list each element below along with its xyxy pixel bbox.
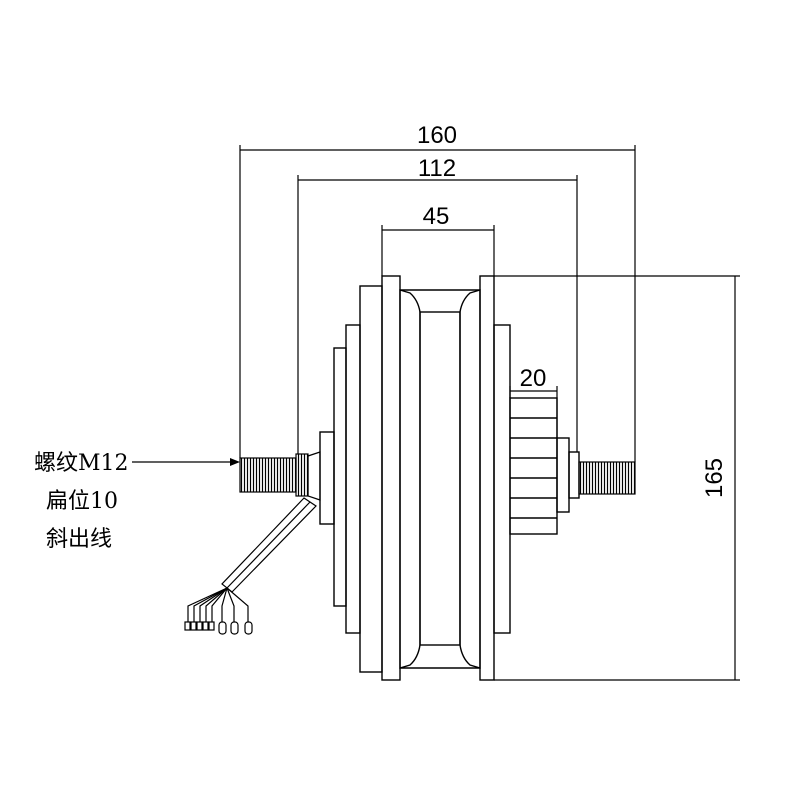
left-axle-nut bbox=[295, 453, 309, 497]
right-axle bbox=[578, 461, 636, 495]
connector-2 bbox=[190, 621, 197, 631]
wire-3 bbox=[199, 587, 228, 624]
right-axle-thread bbox=[578, 461, 636, 495]
wire-6 bbox=[221, 587, 228, 624]
wire-5 bbox=[211, 587, 228, 624]
wire-connectors bbox=[184, 621, 253, 635]
tire-groove-right bbox=[459, 289, 481, 669]
cable-core bbox=[226, 501, 311, 589]
leader-arrowhead bbox=[230, 458, 240, 466]
left-tire-wall bbox=[381, 275, 401, 681]
motor-body bbox=[319, 275, 580, 681]
left-axle-thread bbox=[239, 457, 297, 493]
connector-8 bbox=[244, 621, 253, 635]
left-rim-flange bbox=[359, 285, 383, 673]
wire-4 bbox=[205, 587, 228, 624]
thread-leader-arrow bbox=[230, 458, 240, 466]
tire-groove bbox=[399, 289, 421, 669]
left-hub-step-inner bbox=[319, 431, 335, 525]
right-flange bbox=[493, 324, 511, 634]
annotation-cable: 斜出线 bbox=[46, 527, 112, 552]
annotation-flat: 扁位10 bbox=[46, 489, 118, 514]
rim-center bbox=[419, 311, 461, 646]
connector-1 bbox=[184, 621, 191, 631]
left-cover bbox=[345, 324, 361, 634]
dim-165-label: 165 bbox=[701, 458, 728, 498]
dim-112-label: 112 bbox=[418, 155, 456, 182]
connector-7 bbox=[230, 621, 239, 635]
dimension-lines bbox=[132, 145, 740, 681]
connector-4 bbox=[202, 621, 209, 631]
right-tire-wall bbox=[479, 275, 495, 681]
connector-3 bbox=[196, 621, 203, 631]
annotation-thread: 螺纹M12 bbox=[34, 451, 129, 476]
wire-7 bbox=[226, 587, 235, 624]
left-axle-shoulder bbox=[307, 451, 321, 501]
wire-2 bbox=[193, 587, 228, 624]
connector-5 bbox=[208, 621, 215, 631]
left-axle bbox=[239, 451, 321, 501]
dim-20-label: 20 bbox=[520, 365, 547, 392]
dim-160-label: 160 bbox=[417, 122, 457, 149]
wire-8 bbox=[226, 587, 249, 624]
left-hub-step bbox=[333, 347, 347, 607]
wire-1 bbox=[187, 587, 228, 624]
right-bearing-cap bbox=[556, 437, 570, 513]
dim-45-label: 45 bbox=[423, 203, 450, 230]
right-axle-collar bbox=[568, 451, 580, 499]
motor-cable bbox=[187, 497, 317, 624]
connector-6 bbox=[218, 621, 227, 635]
